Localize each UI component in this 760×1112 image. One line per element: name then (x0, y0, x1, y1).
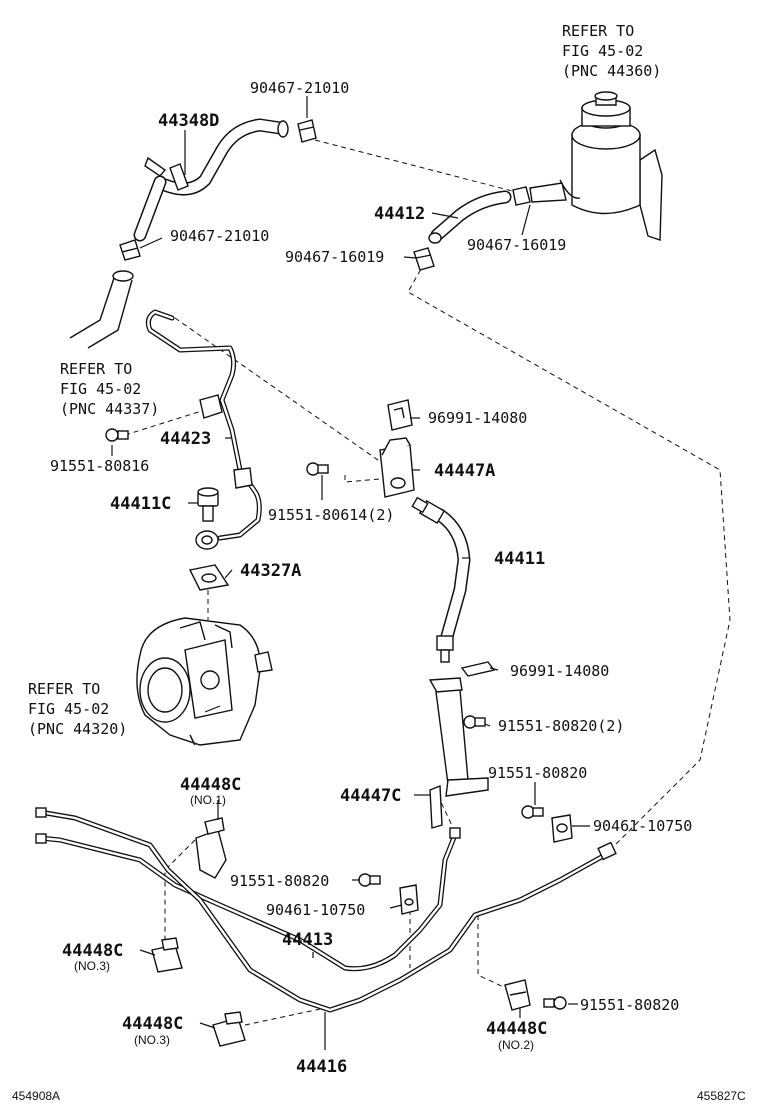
label-44448C-no1-sub: (NO.1) (190, 793, 226, 807)
pump-assembly (136, 617, 273, 746)
ref-reservoir-line3: (PNC 44360) (562, 62, 661, 80)
bracket-44447C (428, 677, 489, 829)
label-44416: 44416 (296, 1057, 347, 1077)
label-91551-80820-b: 91551-80820 (230, 872, 329, 890)
tube-44423 (145, 309, 262, 550)
label-44447C: 44447C (340, 786, 401, 806)
label-90467-21010-mid: 90467-21010 (170, 227, 269, 245)
bolt-91551-80820-2 (463, 715, 486, 729)
footer-left-code: 454908A (12, 1089, 60, 1103)
label-91551-80820-a: 91551-80820 (488, 764, 587, 782)
hose-44348D (133, 118, 289, 242)
ref-reservoir-line1: REFER TO (562, 22, 634, 40)
label-44411C: 44411C (110, 494, 171, 514)
bolt-91551-80614 (306, 462, 329, 476)
label-90467-16019-left: 90467-16019 (285, 248, 384, 266)
label-44412: 44412 (374, 204, 425, 224)
ref-pump-line3: (PNC 44320) (28, 720, 127, 738)
label-44447A: 44447A (434, 461, 495, 481)
clamp-44448C-no1 (195, 817, 227, 879)
label-44413: 44413 (282, 930, 333, 950)
label-90461-10750-b: 90461-10750 (266, 901, 365, 919)
footer-right-code: 455827C (697, 1089, 746, 1103)
reference-reservoir: REFER TO FIG 45-02 (PNC 44360) (562, 22, 661, 80)
clamp-44448C-no2 (504, 979, 531, 1011)
ref-reservoir-line2: FIG 45-02 (562, 42, 643, 60)
bracket-44447A (379, 437, 415, 498)
reference-pump: REFER TO FIG 45-02 (PNC 44320) (28, 680, 127, 738)
clip-96991-14080-bot (460, 661, 496, 677)
label-44448C-no2-sub: (NO.2) (498, 1038, 534, 1052)
label-90467-21010-top: 90467-21010 (250, 79, 349, 97)
label-44348D: 44348D (158, 111, 219, 131)
bolt-91551-80820-b (358, 873, 381, 887)
label-44411: 44411 (494, 549, 545, 569)
label-96991-14080-top: 96991-14080 (428, 409, 527, 427)
label-44423: 44423 (160, 429, 211, 449)
bolt-91551-80820-a (521, 805, 544, 819)
bolt-91551-80820-c (543, 996, 567, 1010)
tube-end-fittings (35, 807, 461, 844)
ref-suction-line2: FIG 45-02 (60, 380, 141, 398)
label-44448C-no1: 44448C (180, 775, 241, 795)
clip-96991-14080-top (387, 399, 413, 431)
suction-hose-ref (69, 270, 134, 349)
label-90467-16019-right: 90467-16019 (467, 236, 566, 254)
label-91551-80820-2: 91551-80820(2) (498, 717, 624, 735)
label-91551-80614: 91551-80614(2) (268, 506, 394, 524)
clamp-44448C-no3b (212, 1011, 246, 1047)
label-96991-14080-bot: 96991-14080 (510, 662, 609, 680)
label-90461-10750-a: 90461-10750 (593, 817, 692, 835)
clip-90467-21010-mid (119, 239, 141, 261)
ref-pump-line2: FIG 45-02 (28, 700, 109, 718)
ref-suction-line1: REFER TO (60, 360, 132, 378)
label-91551-80816: 91551-80816 (50, 457, 149, 475)
clamp-90461-10750-b (399, 884, 419, 915)
reservoir-assembly (529, 91, 663, 241)
clamp-44448C-no3a (151, 937, 183, 973)
clamp-90461-10750-a (551, 814, 573, 843)
hose-44411 (411, 496, 471, 663)
label-44448C-no3a: 44448C (62, 941, 123, 961)
tube-44416 (37, 809, 617, 1013)
hose-44412 (428, 186, 531, 244)
ref-suction-line3: (PNC 44337) (60, 400, 159, 418)
clip-90467-16019-left (413, 247, 435, 271)
bolt-91551-80816 (105, 428, 129, 442)
clip-90467-21010-top (297, 119, 317, 143)
gasket-44327A (188, 564, 230, 591)
bolt-44411C (197, 487, 219, 522)
label-44327A: 44327A (240, 561, 301, 581)
label-91551-80820-c: 91551-80820 (580, 996, 679, 1014)
leader-lines (111, 96, 590, 1050)
label-44448C-no3b: 44448C (122, 1014, 183, 1034)
reference-suction-hose: REFER TO FIG 45-02 (PNC 44337) (60, 360, 159, 418)
label-44448C-no3b-sub: (NO.3) (134, 1033, 170, 1047)
ref-pump-line1: REFER TO (28, 680, 100, 698)
label-44448C-no2: 44448C (486, 1019, 547, 1039)
label-44448C-no3a-sub: (NO.3) (74, 959, 110, 973)
